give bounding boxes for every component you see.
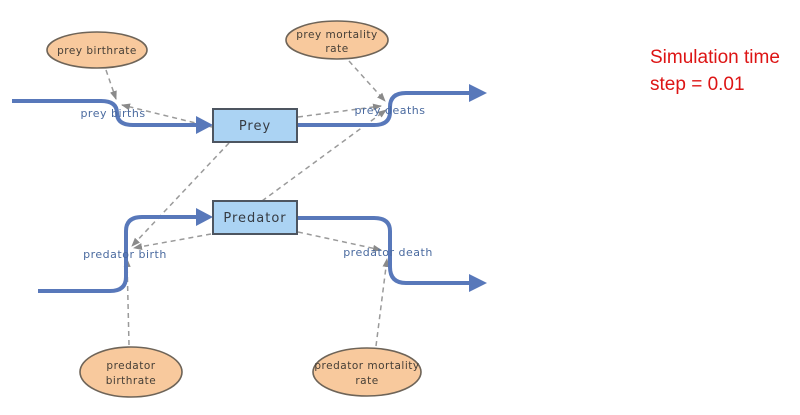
- stock-prey-box[interactable]: [212, 108, 298, 143]
- connector-prey-to-prey-deaths[interactable]: [297, 103, 382, 118]
- simulation-time-annotation-line2: step = 0.01: [650, 74, 745, 95]
- converter-predator-birthrate-ellipse[interactable]: [79, 346, 183, 398]
- flow-pipe-predator-birth[interactable]: [38, 215, 197, 293]
- stock-predator-label: Predator: [223, 211, 286, 226]
- stock-predator[interactable]: Predator: [212, 200, 298, 235]
- flow-layer: [12, 84, 487, 293]
- flow-label-predator-birth: predator birth: [83, 248, 167, 261]
- flow-arrowhead-predator-birth: [196, 208, 213, 226]
- converter-prey-mortality-rate-ellipse[interactable]: [285, 20, 389, 60]
- converter-predator-mortality-rate-ellipse[interactable]: [312, 347, 422, 397]
- converter-predator-mortality-rate[interactable]: predator mortality rate: [312, 347, 422, 397]
- connector-predator-mortality-rate-to-predator-death[interactable]: [375, 258, 390, 347]
- converter-prey-mortality-rate-label-line2: rate: [325, 43, 348, 55]
- connector-predator-to-predator-birth[interactable]: [133, 233, 212, 251]
- stock-prey[interactable]: Prey: [212, 108, 298, 143]
- converter-prey-mortality-rate[interactable]: prey mortality rate: [285, 20, 389, 60]
- converter-predator-birthrate[interactable]: predator birthrate: [79, 346, 183, 398]
- connector-prey-to-predator-birth[interactable]: [131, 142, 230, 247]
- converter-prey-birthrate[interactable]: prey birthrate: [46, 31, 148, 69]
- connector-prey-to-prey-births[interactable]: [121, 103, 213, 128]
- connector-prey-mortality-rate-to-prey-deaths[interactable]: [348, 60, 386, 102]
- converter-prey-birthrate-label: prey birthrate: [57, 45, 137, 57]
- simulation-time-annotation-line1: Simulation time: [650, 47, 780, 68]
- flow-arrowhead-predator-death: [469, 274, 487, 292]
- flow-arrowhead-prey-births: [196, 116, 213, 134]
- flow-arrowhead-prey-deaths: [469, 84, 487, 102]
- flow-pipe-prey-deaths[interactable]: [297, 91, 470, 127]
- simulation-time-annotation: Simulation time step = 0.01: [650, 44, 780, 98]
- converter-predator-birthrate-label-line2: birthrate: [106, 375, 157, 387]
- converter-prey-mortality-rate-label-line1: prey mortality: [296, 29, 377, 41]
- converter-predator-mortality-rate-label-line1: predator mortality: [314, 360, 419, 372]
- connector-prey-birthrate-to-prey-births[interactable]: [105, 69, 117, 100]
- flow-pipe-prey-births[interactable]: [12, 99, 197, 127]
- stock-prey-label: Prey: [239, 119, 271, 134]
- converter-predator-mortality-rate-label-line2: rate: [355, 375, 378, 387]
- flow-label-prey-deaths: prey deaths: [354, 104, 425, 117]
- converter-predator-birthrate-label-line1: predator: [106, 360, 155, 372]
- flow-pipe-predator-death[interactable]: [297, 216, 470, 285]
- flow-label-predator-death: predator death: [343, 246, 433, 259]
- stock-predator-box[interactable]: [212, 200, 298, 235]
- flow-label-prey-births: prey births: [80, 107, 145, 120]
- converter-prey-birthrate-ellipse[interactable]: [46, 31, 148, 69]
